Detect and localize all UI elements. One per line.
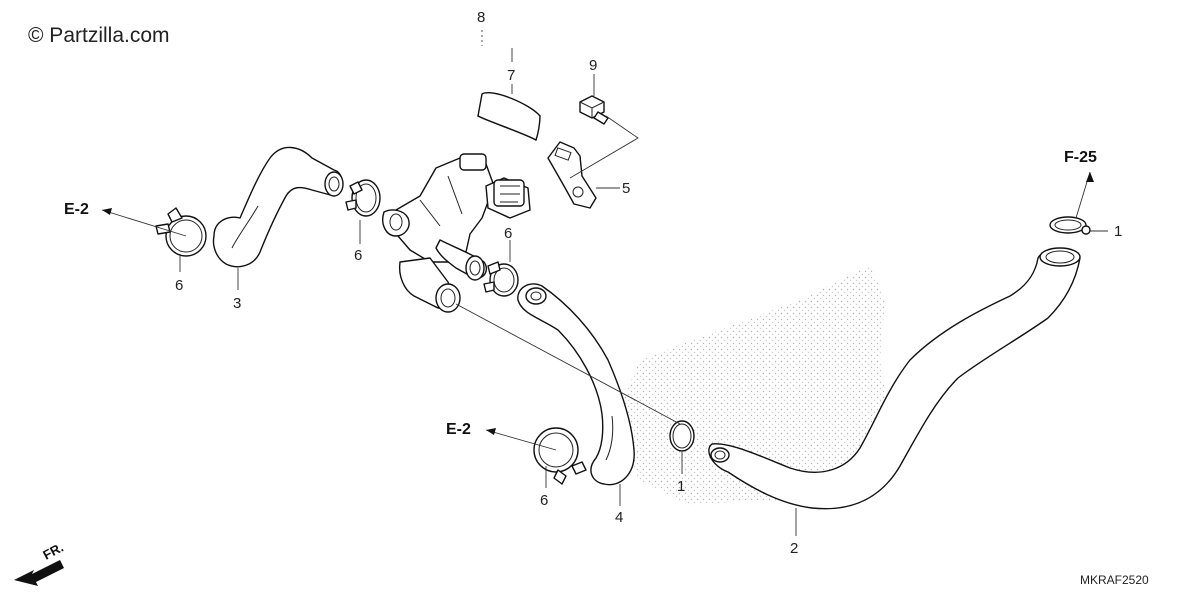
ref-e2-upper: E-2 xyxy=(64,201,89,218)
watermark: © Partzilla.com xyxy=(28,24,170,47)
callout-6-valve-left: 6 xyxy=(354,247,362,264)
ring-part-1-upper xyxy=(1049,216,1091,235)
callout-3: 3 xyxy=(233,295,241,312)
callout-5: 5 xyxy=(622,180,630,197)
callout-6-left: 6 xyxy=(175,277,183,294)
clamp-part-6-upper-left xyxy=(155,207,207,257)
clamp-part-6-valve-right xyxy=(483,261,519,297)
mount-rubber-part-7 xyxy=(477,92,541,141)
ref-e2-lower: E-2 xyxy=(446,421,471,438)
callout-6-lower: 6 xyxy=(540,492,548,509)
hose-part-2 xyxy=(708,247,1081,510)
clamp-part-6-lower xyxy=(533,427,587,485)
ring-part-1-lower xyxy=(669,420,695,452)
clamp-part-6-valve-left xyxy=(345,179,381,217)
callout-2: 2 xyxy=(790,540,798,557)
reference-arrows xyxy=(102,172,1094,435)
callout-7: 7 xyxy=(507,67,515,84)
hose-part-3 xyxy=(212,146,344,268)
callout-4: 4 xyxy=(615,509,623,526)
front-direction-arrow: FR. xyxy=(14,540,66,586)
hose-part-4 xyxy=(517,283,635,486)
bolt-part-9 xyxy=(579,95,609,125)
callout-1-upper: 1 xyxy=(1114,223,1122,240)
air-control-valve xyxy=(382,153,531,313)
ref-f25: F-25 xyxy=(1064,149,1097,166)
callout-9: 9 xyxy=(589,57,597,74)
callout-1-lower: 1 xyxy=(677,478,685,495)
front-direction-label: FR. xyxy=(40,540,66,563)
bracket-part-5 xyxy=(547,141,597,209)
callout-6-valve-right: 6 xyxy=(504,225,512,242)
callout-8: 8 xyxy=(477,9,485,26)
diagram-code: MKRAF2520 xyxy=(1080,573,1149,587)
